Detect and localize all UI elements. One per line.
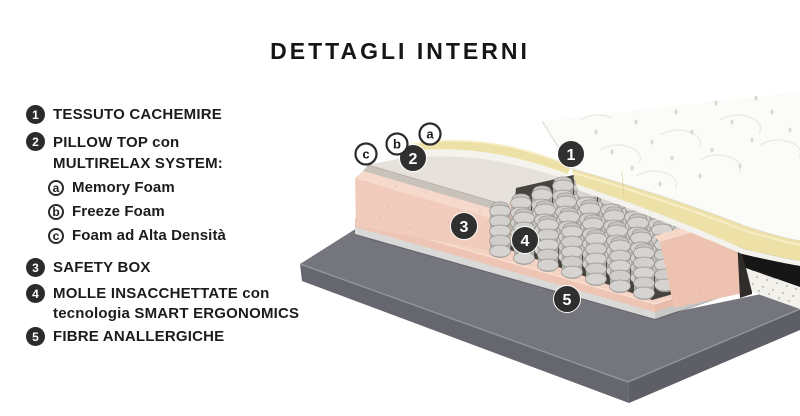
page-title: DETTAGLI INTERNI — [270, 38, 530, 64]
marker-a: a — [418, 122, 442, 146]
legend-sub-a-letter: a — [48, 179, 64, 196]
svg-text:4: 4 — [521, 233, 530, 250]
legend-item-molle: 4 MOLLE INSACCHETTATE con tecnologia SMA… — [26, 284, 299, 324]
foam-speckles — [365, 181, 731, 311]
legend-item-5-label: FIBRE ANALLERGICHE — [53, 328, 225, 345]
quilt-pattern — [579, 95, 800, 190]
legend-item-pillow-top: 2 PILLOW TOP con MULTIRELAX SYSTEM: — [26, 132, 223, 174]
legend-sub-memory-foam: a Memory Foam — [48, 179, 175, 196]
marker-c: c — [354, 142, 378, 166]
side-panel — [742, 254, 800, 309]
marker-1: 1 — [557, 140, 585, 168]
legend-sub-a-label: Memory Foam — [72, 179, 175, 196]
legend-item-4-line1: MOLLE INSACCHETTATE con — [53, 285, 270, 302]
bed-platform — [299, 228, 800, 403]
legend-sub-b-label: Freeze Foam — [72, 203, 165, 220]
legend-item-2-label: PILLOW TOP con MULTIRELAX SYSTEM: — [53, 132, 223, 174]
legend-item-2-line2: MULTIRELAX SYSTEM: — [53, 155, 223, 172]
pillow-top-edge — [572, 169, 800, 266]
marker-b: b — [385, 132, 409, 156]
legend-sub-c-letter: c — [48, 227, 64, 244]
legend-item-5-number: 5 — [26, 327, 45, 346]
svg-text:3: 3 — [460, 219, 469, 236]
marker-4: 4 — [511, 226, 539, 254]
svg-text:5: 5 — [563, 292, 572, 309]
legend-item-2-number: 2 — [26, 132, 45, 151]
legend-sub-high-density-foam: c Foam ad Alta Densità — [48, 227, 226, 244]
legend-item-3-label: SAFETY BOX — [53, 259, 151, 276]
legend-item-2-line1: PILLOW TOP con — [53, 134, 180, 151]
marker-2: 2 — [399, 144, 427, 172]
legend-item-4-label: MOLLE INSACCHETTATE con tecnologia SMART… — [53, 284, 299, 324]
svg-text:b: b — [393, 137, 401, 152]
legend-item-3-number: 3 — [26, 258, 45, 277]
legend-item-4-number: 4 — [26, 284, 45, 303]
marker-3: 3 — [450, 212, 478, 240]
legend-item-1-label: TESSUTO CACHEMIRE — [53, 106, 222, 123]
diagram-markers: 1 2 3 4 5 a b — [354, 122, 585, 313]
svg-text:a: a — [426, 127, 434, 142]
black-trim-band — [742, 254, 800, 287]
legend-sub-c-label: Foam ad Alta Densità — [72, 227, 226, 244]
svg-text:c: c — [362, 147, 369, 162]
svg-text:1: 1 — [567, 147, 576, 164]
marker-5: 5 — [553, 285, 581, 313]
legend-sub-b-letter: b — [48, 203, 64, 220]
legend-item-4-line2: tecnologia SMART ERGONOMICS — [53, 305, 300, 322]
legend-item-1-number: 1 — [26, 105, 45, 124]
legend-sub-freeze-foam: b Freeze Foam — [48, 203, 165, 220]
svg-text:2: 2 — [409, 151, 418, 168]
legend-item-tessuto: 1 TESSUTO CACHEMIRE — [26, 105, 222, 124]
legend-item-fibre: 5 FIBRE ANALLERGICHE — [26, 327, 224, 346]
legend-item-safety-box: 3 SAFETY BOX — [26, 258, 151, 277]
